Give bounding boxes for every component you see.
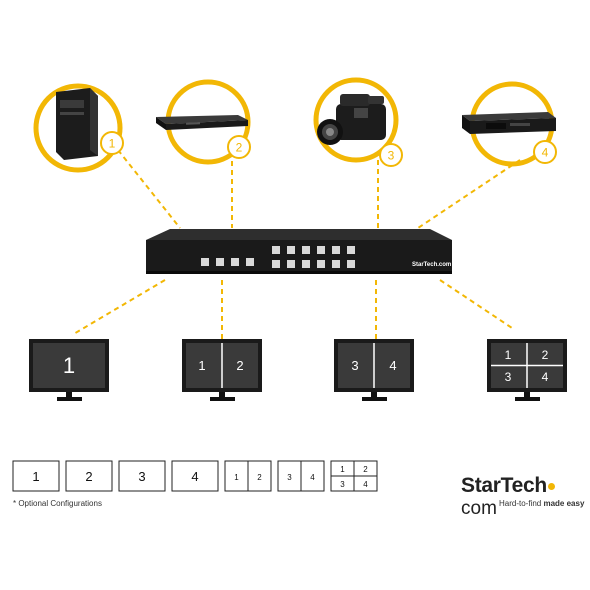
source-badge-1: [100, 131, 124, 155]
monitor-3: 3 4: [334, 339, 414, 401]
configuration-6: 3 4: [277, 460, 325, 492]
connection-lines: [71, 149, 521, 340]
device-brand-label: StarTech.com: [412, 262, 451, 268]
source-badge-2: [227, 135, 251, 159]
video-camera-icon: [317, 94, 386, 145]
monitor-cell-label: 4: [389, 358, 396, 373]
logo-tagline: Hard-to-find made easy: [499, 499, 584, 508]
monitor-2: 1 2: [182, 339, 262, 401]
monitor-1: 1: [29, 339, 109, 401]
tagline-plain: Hard-to-find: [499, 499, 544, 508]
source-ring-3: [313, 77, 399, 163]
startech-logo: StarTechcom: [461, 474, 590, 520]
configuration-options: 1 2 3 4 1 2 3 4 1: [12, 460, 378, 492]
configuration-cell-label: 3: [138, 469, 145, 484]
configuration-5: 1 2: [224, 460, 272, 492]
configuration-2: 2: [65, 460, 113, 492]
monitor-4: 1 2 3 4: [487, 339, 567, 401]
device-top-face: [146, 229, 452, 240]
monitor-cell-label: 3: [505, 370, 512, 384]
source-badge-3: [379, 143, 403, 167]
device-buttons: [201, 246, 355, 268]
optional-configurations-note: * Optional Configurations: [13, 499, 102, 508]
tagline-bold: made easy: [543, 499, 585, 508]
configuration-cell-label: 3: [340, 480, 345, 489]
monitor-cell-label: 3: [351, 358, 358, 373]
configuration-cell-label: 2: [363, 465, 368, 474]
source-3: 3: [313, 77, 403, 167]
source-2: 2: [156, 79, 251, 165]
connector-monitor-4: [439, 279, 513, 329]
logo-dot-icon: [547, 483, 555, 490]
device-front-panel: [146, 240, 452, 272]
blu-ray-player-icon: [156, 115, 248, 130]
source-number-4: 4: [542, 146, 549, 160]
monitor-cell-label: 2: [542, 348, 549, 362]
configuration-cell-label: 4: [363, 480, 368, 489]
monitor-screen: [33, 343, 105, 388]
computer-tower-icon: [56, 88, 98, 160]
connector-monitor-1: [71, 279, 166, 336]
monitor-cell-label: 1: [63, 353, 75, 378]
configuration-cell-label: 1: [32, 469, 39, 484]
monitor-cell-label: 4: [542, 370, 549, 384]
configuration-cell-label: 2: [85, 469, 92, 484]
monitor-cell-label: 1: [505, 348, 512, 362]
source-4: 4: [462, 81, 557, 167]
configuration-cell-label: 3: [287, 473, 292, 482]
configuration-cell-label: 4: [191, 469, 198, 484]
connector-source-1: [117, 149, 181, 229]
source-badge-4: [533, 140, 557, 164]
configuration-3: 3: [118, 460, 166, 492]
configuration-cell-label: 1: [234, 473, 239, 482]
monitor-cell-label: 1: [198, 358, 205, 373]
configuration-cell-label: 2: [257, 473, 262, 482]
source-ring-1: [33, 83, 123, 173]
logo-name: StarTech: [461, 474, 547, 497]
source-number-3: 3: [388, 149, 395, 163]
configuration-4: 4: [171, 460, 219, 492]
source-number-2: 2: [236, 141, 243, 155]
monitor-cell-label: 2: [236, 358, 243, 373]
source-number-1: 1: [109, 137, 116, 151]
configuration-cell-label: 1: [340, 465, 345, 474]
configuration-1: 1: [12, 460, 60, 492]
source-1: 1: [33, 83, 124, 173]
connector-source-4: [417, 159, 521, 229]
configuration-cell-label: 4: [310, 473, 315, 482]
logo-suffix: com: [461, 498, 497, 519]
satellite-receiver-icon: [462, 112, 556, 134]
matrix-switch-device: StarTech.com: [146, 229, 452, 274]
configuration-7: 1 2 3 4: [330, 460, 378, 492]
